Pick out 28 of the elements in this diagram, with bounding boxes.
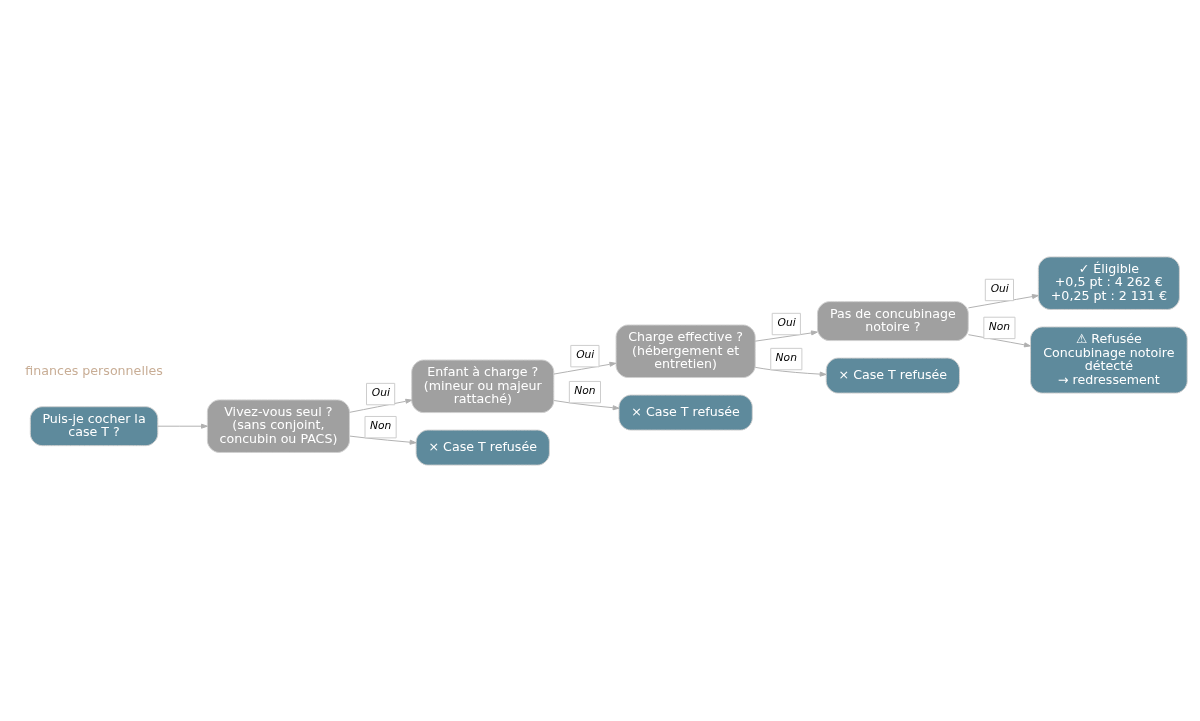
node-box: Puis-je cocher la case T ? bbox=[29, 405, 159, 446]
arrow bbox=[967, 333, 1031, 347]
arrow bbox=[967, 293, 1039, 308]
edge-label: Non bbox=[988, 319, 1011, 333]
node-box: ✓ Éligible +0,5 pt : 4 262 € +0,25 pt : 2 131 € bbox=[1037, 255, 1180, 310]
edge-label: Oui bbox=[576, 347, 595, 361]
node-box: Pas de concubinage notoire ? bbox=[816, 300, 969, 341]
label: finances personnelles bbox=[25, 362, 163, 378]
edge-label: Oui bbox=[777, 315, 796, 329]
arrow bbox=[553, 399, 620, 410]
arrow bbox=[349, 435, 417, 445]
node-box: Vivez-vous seul ? (sans conjoint, concubin ou PACS) bbox=[206, 398, 350, 453]
arrow bbox=[754, 366, 827, 377]
node-box: × Case T refusée bbox=[618, 394, 753, 431]
arrow bbox=[349, 398, 413, 413]
node-box: Enfant à charge ? (mineur ou majeur rattaché) bbox=[411, 359, 555, 413]
arrow bbox=[157, 423, 208, 429]
edge-label: Non bbox=[574, 383, 596, 397]
edge-label: Oui bbox=[371, 385, 390, 399]
edge-label: Oui bbox=[990, 281, 1009, 295]
node-box: × Case T refusée bbox=[415, 429, 550, 466]
node-box: Charge effective ? (hébergement et entretien) bbox=[615, 324, 756, 378]
arrow bbox=[754, 329, 818, 342]
node-box: × Case T refusée bbox=[825, 357, 960, 394]
node-box: ⚠ Refusée Concubinage notoire détecté → redressement bbox=[1030, 325, 1188, 394]
edge-label: Non bbox=[775, 350, 797, 364]
arrow bbox=[553, 361, 617, 375]
edge-label: Non bbox=[369, 418, 392, 432]
